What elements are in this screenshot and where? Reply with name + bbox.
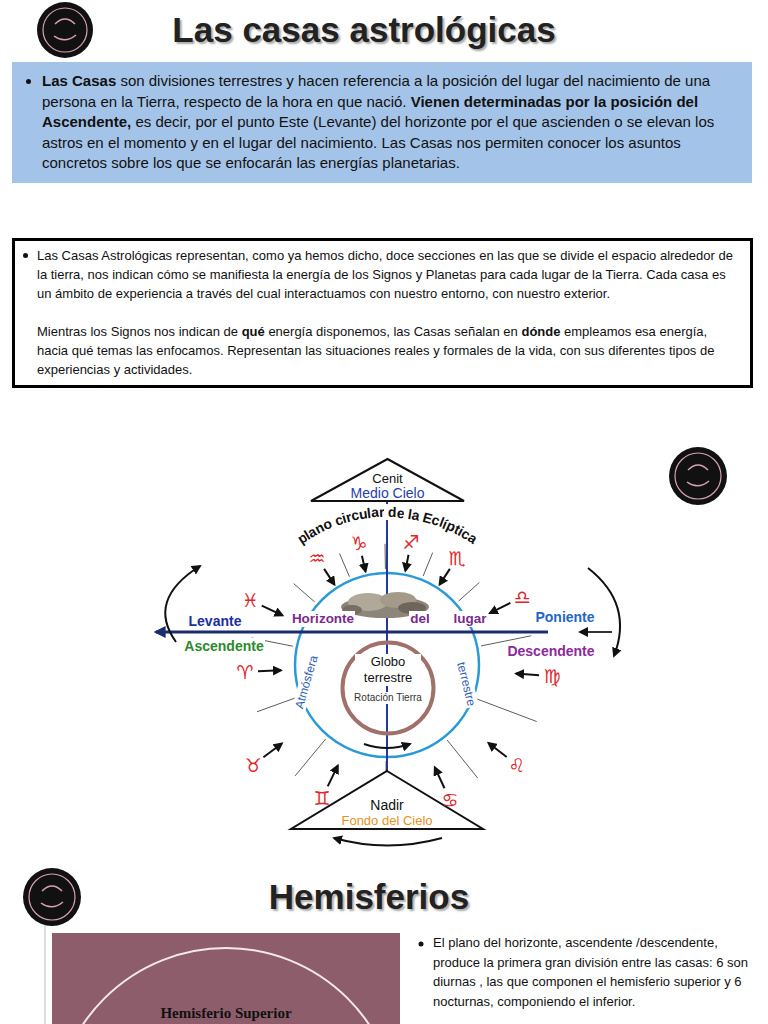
horizon-label: lugar	[452, 611, 487, 627]
triangle-label: Medio Cielo	[351, 486, 425, 501]
descendant-label: Descendente	[506, 643, 595, 659]
svg-circle	[43, 8, 87, 52]
ecliptic-label: plano circular de la Eclíptica	[209, 487, 565, 582]
hemisphere-arc	[54, 948, 398, 1024]
sign-arrow	[490, 603, 511, 613]
section-heading: Hemisferios	[269, 877, 469, 917]
panel-label: Hemisferio Superior	[160, 1004, 291, 1022]
triangle-label: Cenit	[372, 471, 402, 486]
nadir-arrow	[334, 838, 442, 846]
sign-arrows	[251, 544, 539, 809]
rotation-arrow	[364, 744, 410, 748]
zodiac-sign: ♋	[441, 789, 458, 811]
diagram-ground	[145, 445, 625, 855]
page-title: Las casas astrológicas	[0, 10, 728, 50]
house-division-line	[295, 739, 326, 776]
globe-circle	[343, 643, 434, 734]
horizon-label: Horizonte	[291, 611, 355, 627]
sign-arrow	[516, 674, 539, 676]
rising-arrow	[165, 566, 200, 642]
sign-arrow	[362, 556, 366, 572]
body-text: Las Casas son divisiones terrestres y ha…	[42, 71, 738, 174]
triangle-shape	[291, 771, 483, 829]
sign-arrow	[258, 670, 281, 671]
globe-label: Rotación Tierra	[354, 692, 422, 704]
slide-frame	[45, 925, 46, 1024]
house-division-line	[385, 544, 386, 569]
logo	[23, 868, 81, 926]
zodiac-sign: ♓	[241, 589, 258, 611]
triangle-label: Nadir	[370, 797, 403, 813]
sign-arrow	[488, 743, 506, 757]
svg-path	[687, 465, 709, 486]
note-box: Las Casas Astrológicas representan, como…	[12, 238, 753, 388]
house-division-line	[477, 699, 537, 722]
globe-label: Globo terrestre	[355, 654, 421, 686]
triangle-shape	[311, 459, 464, 501]
east-label: Levante	[188, 613, 243, 629]
house-division-line	[294, 584, 315, 602]
bullet-dot	[419, 942, 424, 947]
horizon-label: del	[409, 611, 431, 627]
svg-circle	[675, 453, 721, 499]
house-division-line	[447, 740, 478, 778]
sign-arrow	[262, 606, 283, 616]
ascendant-label: Ascendente	[183, 638, 264, 654]
zenith-triangle: CenitMedio Cielo	[310, 458, 465, 502]
zodiac-sign: ♒	[308, 547, 325, 569]
svg-circle	[669, 447, 727, 505]
sign-arrow	[328, 766, 338, 787]
house-division-line	[257, 697, 297, 711]
west-label: Poniente	[534, 609, 595, 625]
zodiac-sign: ♊	[313, 787, 330, 809]
horizon-line	[156, 631, 548, 634]
body-text: Mientras los Signos nos indican de qué e…	[37, 322, 738, 379]
zodiac-sign: ♎	[513, 586, 530, 608]
sign-arrow	[324, 569, 334, 585]
house-division-line	[459, 582, 480, 601]
sign-arrow	[435, 767, 445, 788]
logo	[37, 2, 93, 58]
sign-arrow	[405, 555, 408, 571]
zodiac-sign: ♐	[402, 531, 419, 553]
body-text: El plano del horizonte, ascendente /desc…	[433, 933, 751, 1011]
svg-circle	[37, 2, 93, 58]
zodiac-sign: ♉	[244, 754, 261, 776]
zodiac-sign: ♍	[543, 665, 560, 687]
svg-path	[54, 19, 76, 40]
bullet-dot	[26, 79, 31, 84]
logo	[669, 447, 727, 505]
zodiac-sign: ♏	[448, 547, 465, 569]
triangle-label: Fondo del Cielo	[341, 813, 432, 828]
west-arrow	[580, 631, 612, 633]
zodiac-sign: ♌	[508, 754, 525, 776]
body-text: Las Casas Astrológicas representan, como…	[37, 246, 738, 303]
house-division-line	[423, 553, 433, 576]
earth-globe: Globo terrestreRotación Tierra	[340, 640, 436, 736]
hemisphere-panel: Hemisferio Superior	[52, 933, 400, 1024]
sign-arrow	[263, 743, 281, 757]
svg-circle	[23, 868, 81, 926]
svg-path	[41, 886, 63, 907]
bullet-dot	[23, 253, 28, 258]
zodiac-sign: ♑	[350, 532, 367, 554]
house-division-line	[340, 554, 350, 577]
info-box: Las Casas son divisiones terrestres y ha…	[12, 62, 752, 183]
sign-arrow	[440, 569, 450, 585]
svg-circle	[29, 874, 75, 920]
zodiac-sign: ♈	[236, 661, 253, 683]
